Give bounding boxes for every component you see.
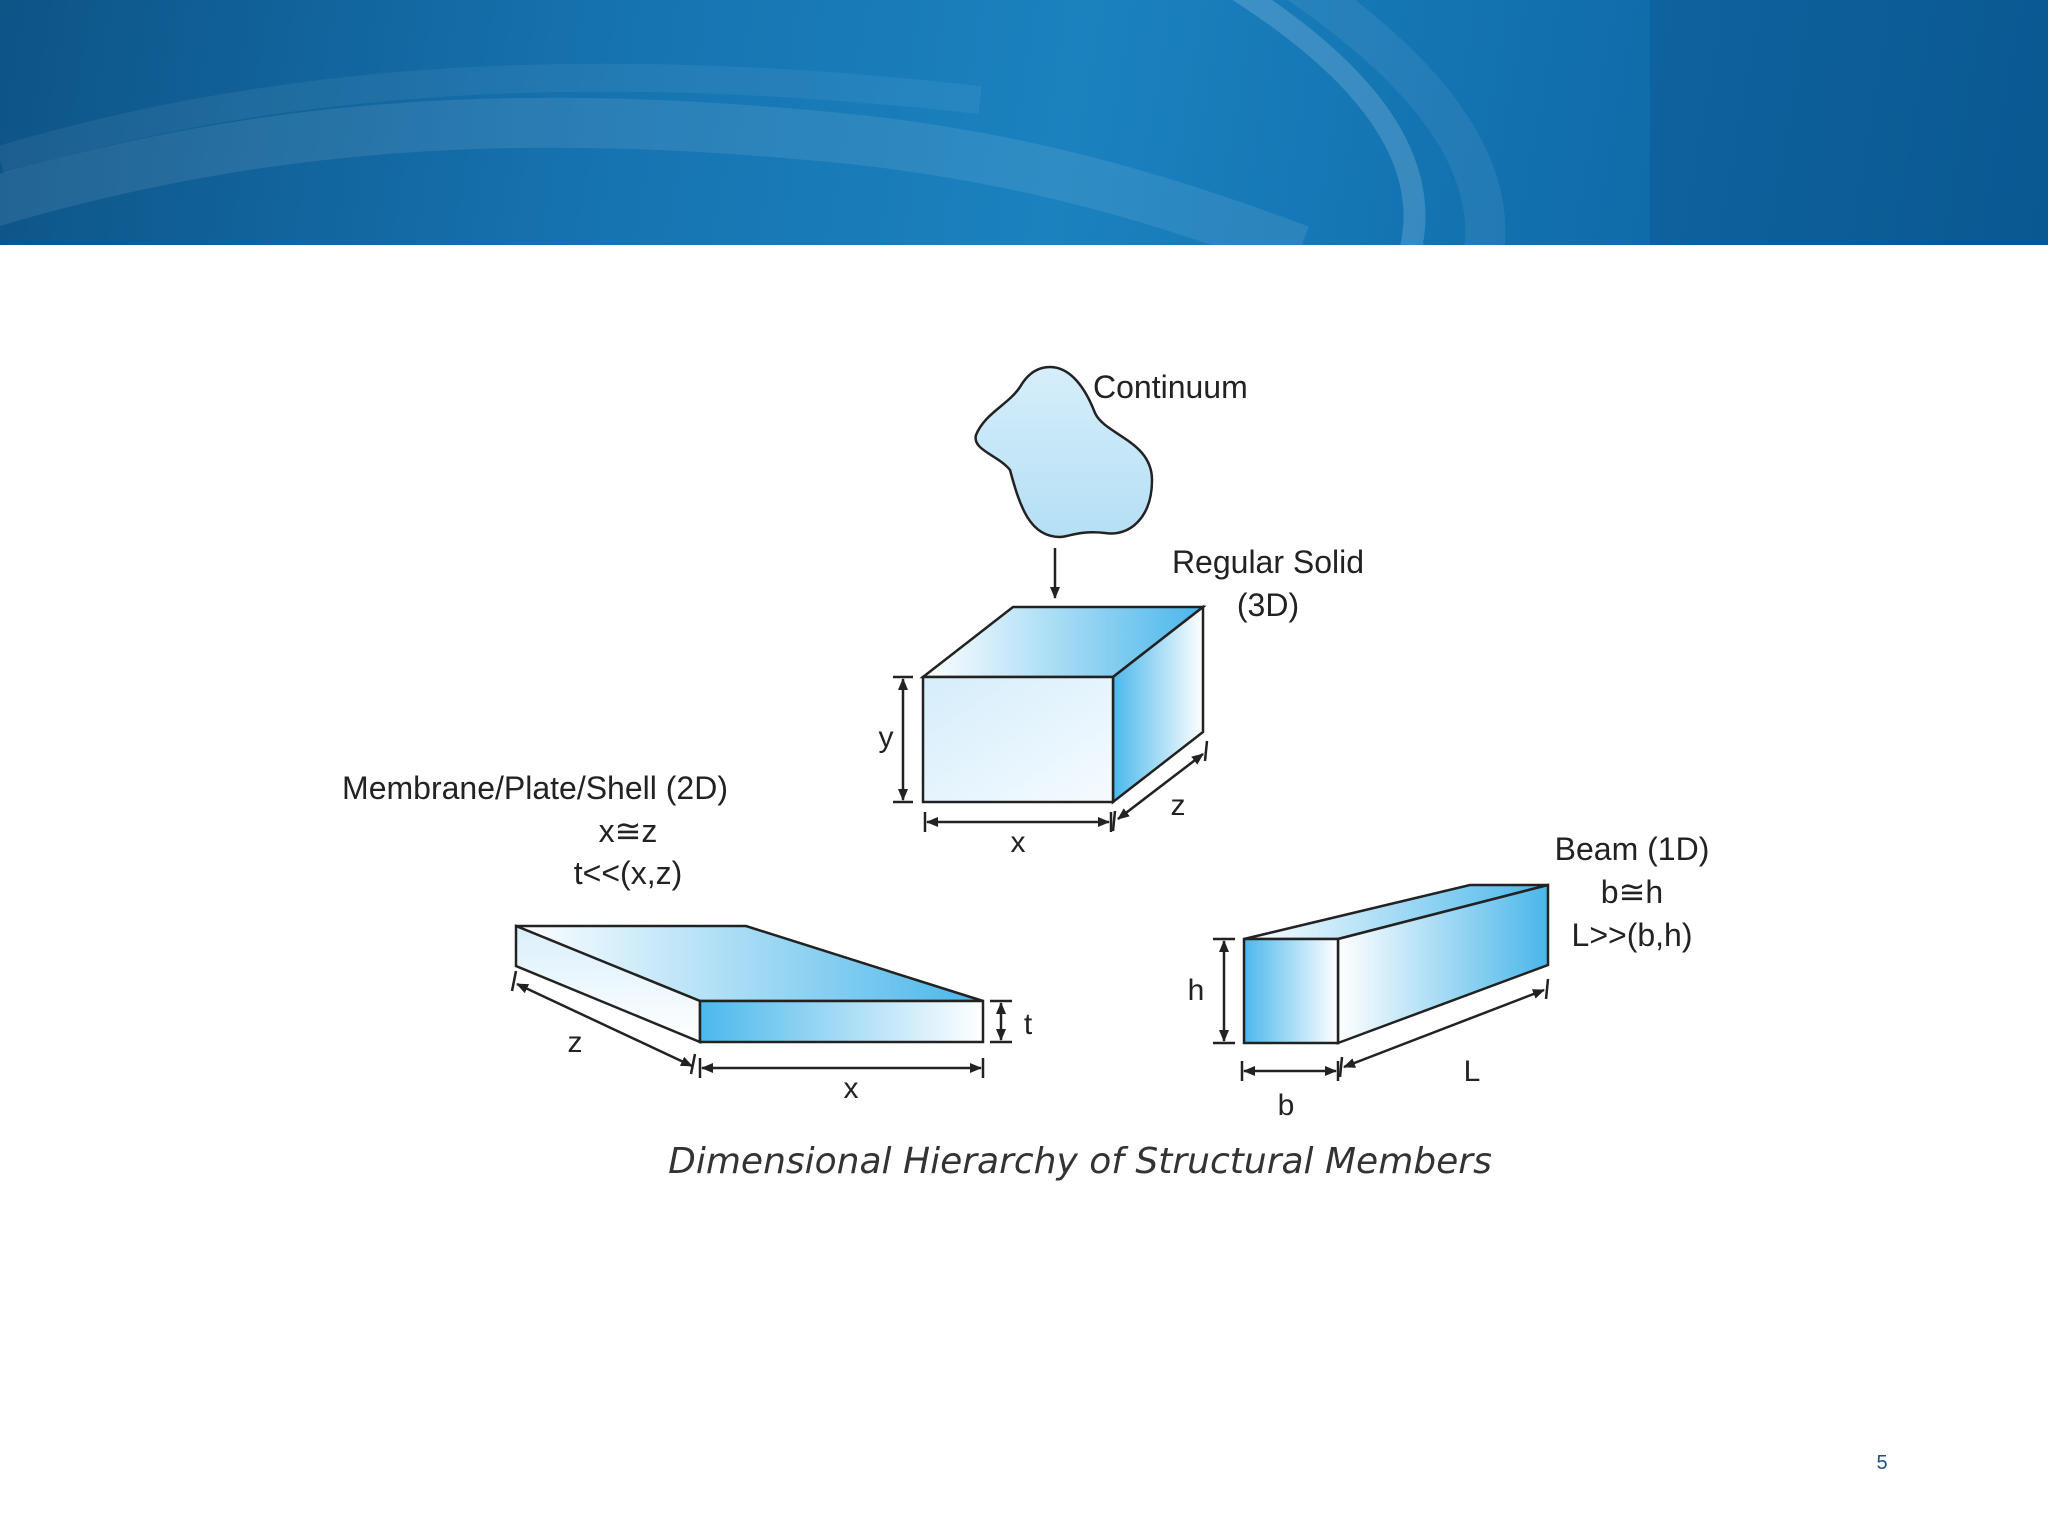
beam-h-dimension [1213, 937, 1235, 1045]
beam-end-face [1242, 937, 1340, 1045]
diagram-canvas: Continuum Regular Solid (3D) y x z [342, 365, 1710, 1182]
solid-z-dimension [1111, 740, 1209, 832]
solid-x-label: x [1011, 826, 1026, 859]
page-number: 5 [1876, 1452, 1888, 1474]
regular-solid-box [919, 604, 1207, 805]
beam-b-dimension [1240, 1061, 1340, 1081]
continuum-label: Continuum [1093, 369, 1248, 405]
diagram-caption: Dimensional Hierarchy of Structural Memb… [668, 1141, 1492, 1182]
regular-solid-title: Regular Solid [1172, 544, 1364, 580]
beam-prism [1242, 883, 1550, 1045]
banner-swoosh-graphic [0, 0, 2048, 245]
solid-y-dimension [893, 675, 913, 804]
membrane-x-label: x [844, 1072, 859, 1105]
beam-L-label: L [1464, 1055, 1481, 1088]
membrane-z-label: z [568, 1026, 583, 1059]
beam-b-label: b [1278, 1089, 1295, 1122]
membrane-t-label: t [1024, 1008, 1033, 1041]
structural-hierarchy-diagram: Continuum Regular Solid (3D) y x z [0, 245, 2048, 1536]
solid-x-dimension [923, 812, 1113, 832]
solid-z-label: z [1171, 789, 1186, 822]
solid-y-label: y [879, 721, 894, 754]
header-banner [0, 0, 2048, 245]
beam-relation-bh: b≅h [1601, 874, 1663, 910]
solid-front-face [921, 675, 1115, 804]
beam-h-label: h [1188, 974, 1205, 1007]
membrane-t-dimension [990, 999, 1012, 1044]
membrane-relation-xz: x≅z [599, 813, 658, 849]
beam-relation-L: L>>(b,h) [1572, 917, 1693, 953]
beam-title: Beam (1D) [1555, 831, 1710, 867]
membrane-z-dimension [510, 970, 697, 1075]
membrane-plate [514, 924, 985, 1044]
membrane-x-dimension [698, 1058, 985, 1078]
regular-solid-subtitle: (3D) [1237, 587, 1299, 623]
membrane-relation-t: t<<(x,z) [574, 855, 682, 891]
continuum-blob [974, 365, 1154, 539]
plate-front-face [698, 999, 985, 1044]
beam-L-dimension [1338, 978, 1550, 1078]
membrane-title: Membrane/Plate/Shell (2D) [342, 770, 728, 806]
